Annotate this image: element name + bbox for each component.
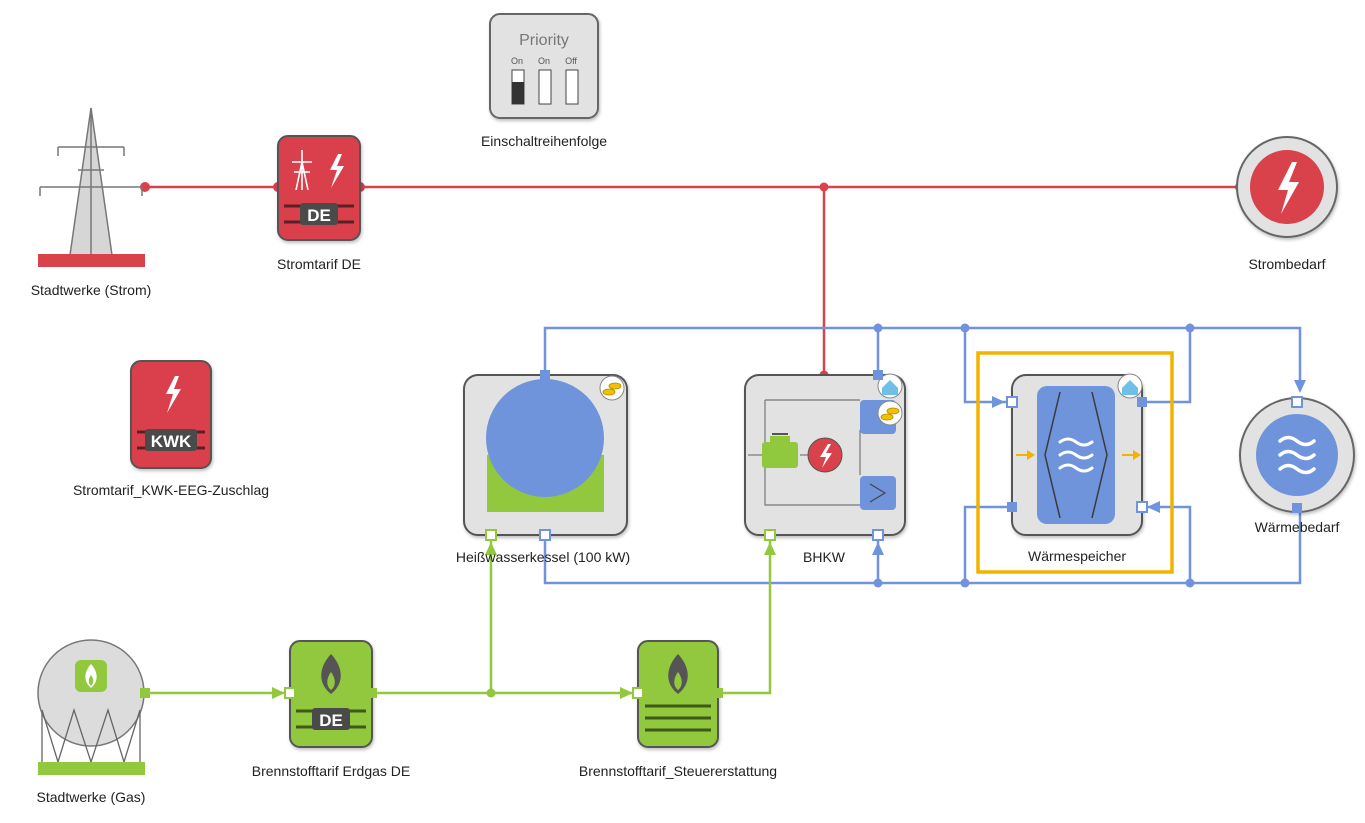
tariff-gas-label: Brennstofftarif Erdgas DE: [252, 763, 410, 779]
priority-switch-1[interactable]: On: [511, 56, 525, 105]
lightning-icon: [166, 376, 181, 413]
flow-arrows: [272, 380, 1306, 699]
pylon-lightning-icon: [292, 150, 344, 191]
tariff-tax-node[interactable]: [632, 640, 723, 748]
svg-text:On: On: [511, 56, 523, 66]
demand-power-node[interactable]: [1236, 136, 1338, 238]
grid-power-label: Stadtwerke (Strom): [31, 282, 152, 298]
demand-power-label: Strombedarf: [1248, 256, 1325, 272]
tariff-tax-label: Brennstofftarif_Steuererstattung: [579, 763, 777, 779]
heat-waves-icon: [1058, 437, 1094, 473]
coins-icon: [877, 400, 903, 426]
tariff-kwk-tag: KWK: [151, 432, 192, 451]
svg-text:Off: Off: [565, 56, 577, 66]
gas-lines: [145, 535, 772, 695]
chp-internal-lines: [748, 399, 861, 506]
engine-generator-icon: [762, 433, 798, 468]
boiler-label: Heißwasserkessel (100 kW): [456, 549, 630, 565]
priority-panel[interactable]: Priority On On Off: [489, 13, 599, 119]
storage-label: Wärmespeicher: [1028, 548, 1126, 564]
tariff-power-label: Stromtarif DE: [277, 256, 361, 272]
demand-heat-label: Wärmebedarf: [1255, 519, 1340, 535]
grid-power-node[interactable]: [38, 107, 145, 267]
priority-switch-2[interactable]: On: [538, 56, 552, 105]
tariff-gas-tag: DE: [319, 711, 343, 730]
home-icon: [1117, 373, 1143, 399]
heat-waves-icon: [1278, 435, 1316, 475]
tariff-power-node[interactable]: DE: [277, 135, 361, 241]
coins-icon: [599, 375, 625, 401]
tariff-gas-node[interactable]: DE: [284, 640, 377, 748]
chp-label: BHKW: [803, 549, 846, 565]
power-pylon-icon: [39, 107, 143, 256]
grid-gas-label: Stadtwerke (Gas): [37, 789, 146, 805]
priority-label: Einschaltreihenfolge: [481, 133, 607, 149]
flame-icon: [321, 654, 341, 694]
tariff-power-tag: DE: [307, 206, 331, 225]
svg-text:On: On: [538, 56, 550, 66]
boiler-node[interactable]: [463, 370, 628, 541]
priority-switch-3[interactable]: Off: [565, 56, 579, 105]
tariff-kwk-node[interactable]: KWK: [130, 360, 212, 469]
tariff-kwk-label: Stromtarif_KWK-EEG-Zuschlag: [73, 482, 269, 498]
grid-gas-node[interactable]: [37, 639, 150, 775]
gas-tank-flame-icon: [75, 660, 107, 692]
flame-icon: [668, 654, 688, 694]
lightning-icon: [1278, 162, 1299, 214]
priority-title: Priority: [519, 32, 569, 49]
chp-node[interactable]: [744, 370, 906, 541]
demand-heat-node[interactable]: [1239, 396, 1355, 513]
selection-highlight: [976, 351, 1174, 574]
heat-lines: [543, 326, 1302, 585]
home-icon: [877, 373, 903, 399]
storage-node[interactable]: [976, 351, 1174, 574]
